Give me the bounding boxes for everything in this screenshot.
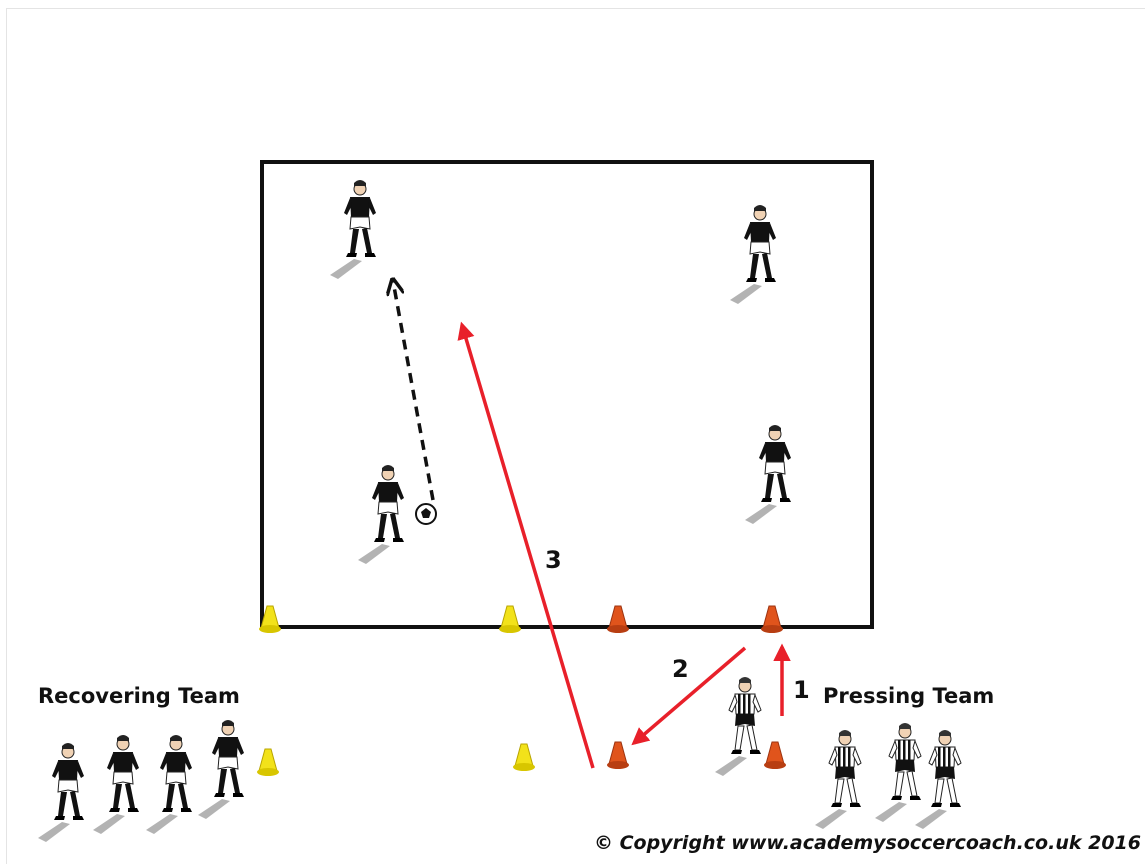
pressing-team-label: Pressing Team (823, 684, 995, 708)
player-icon (145, 734, 193, 835)
player-icon (814, 729, 862, 830)
run-arrow-3 (457, 321, 595, 769)
cone-icon (256, 748, 280, 777)
pitch-area (260, 160, 874, 629)
pass-arrow (393, 281, 435, 501)
recovering-team-label: Recovering Team (38, 684, 240, 708)
player-icon (197, 719, 245, 820)
player-icon (914, 729, 962, 830)
image-frame (6, 8, 1145, 864)
ball-icon (415, 503, 437, 525)
step-3-label: 3 (545, 546, 562, 574)
player-icon (92, 734, 140, 835)
run-arrow-2 (631, 646, 747, 746)
step-2-label: 2 (672, 655, 689, 683)
player-icon (714, 676, 762, 777)
cone-icon (606, 741, 630, 770)
cone-icon (512, 743, 536, 772)
step-1-label: 1 (793, 676, 810, 704)
cone-icon (763, 741, 787, 770)
player-icon (37, 742, 85, 843)
player-icon (874, 722, 922, 823)
copyright-text: © Copyright www.academysoccercoach.co.uk… (593, 832, 1141, 854)
